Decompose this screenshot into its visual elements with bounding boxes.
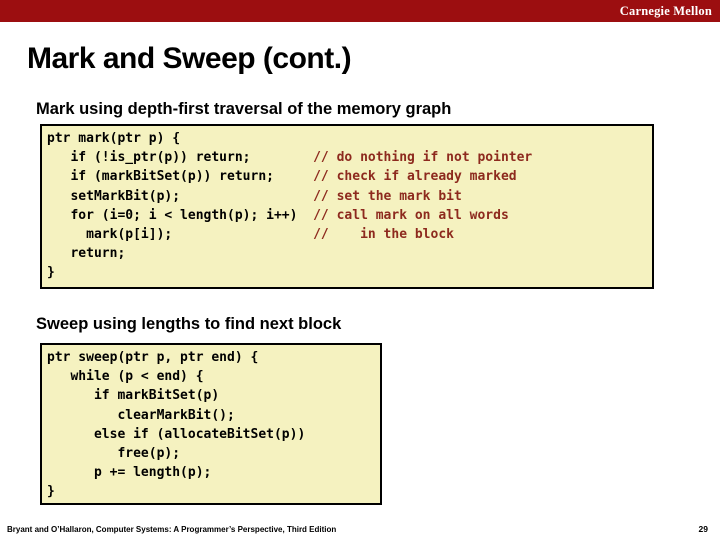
code-line: if markBitSet(p)	[47, 386, 375, 405]
code-text: for (i=0; i < length(p); i++)	[47, 207, 314, 223]
cmu-wordmark: Carnegie Mellon	[619, 3, 712, 18]
code-line: ptr sweep(ptr p, ptr end) {	[47, 348, 375, 367]
code-text: }	[47, 484, 55, 500]
code-text: if (markBitSet(p)) return;	[47, 169, 314, 185]
code-text: setMarkBit(p);	[47, 188, 314, 204]
code-line: }	[47, 263, 647, 282]
code-text: p += length(p);	[47, 465, 212, 481]
code-line: mark(p[i]); // in the block	[47, 225, 647, 244]
page-number: 29	[698, 524, 708, 534]
code-text: ptr mark(ptr p) {	[47, 131, 181, 146]
footer-citation: Bryant and O’Hallaron, Computer Systems:…	[7, 525, 337, 534]
code-comment: // call mark on all words	[313, 207, 509, 223]
code-text: ptr sweep(ptr p, ptr end) {	[47, 350, 259, 365]
code-line: }	[47, 482, 375, 501]
code-comment: // do nothing if not pointer	[313, 150, 533, 166]
code-comment: // set the mark bit	[313, 188, 462, 204]
code-text: clearMarkBit();	[47, 407, 235, 423]
section-heading-sweep: Sweep using lengths to find next block	[36, 315, 342, 333]
code-line: free(p);	[47, 444, 375, 463]
code-line: setMarkBit(p); // set the mark bit	[47, 187, 647, 206]
code-text: mark(p[i]);	[47, 227, 314, 243]
code-text: free(p);	[47, 446, 181, 462]
code-comment: // in the block	[313, 227, 454, 243]
code-line: p += length(p);	[47, 463, 375, 482]
code-line: while (p < end) {	[47, 367, 375, 386]
section-heading-mark: Mark using depth-first traversal of the …	[36, 100, 452, 118]
code-line: if (markBitSet(p)) return; // check if a…	[47, 167, 647, 186]
code-line: return;	[47, 244, 647, 263]
code-text: while (p < end) {	[47, 369, 204, 385]
code-block-mark-function: ptr mark(ptr p) { if (!is_ptr(p)) return…	[40, 124, 654, 289]
cmu-topbar: Carnegie Mellon	[0, 0, 720, 22]
code-line: if (!is_ptr(p)) return; // do nothing if…	[47, 148, 647, 167]
code-text: if markBitSet(p)	[47, 388, 220, 404]
code-line: ptr mark(ptr p) {	[47, 129, 647, 148]
page-title: Mark and Sweep (cont.)	[27, 42, 352, 75]
code-line: clearMarkBit();	[47, 406, 375, 425]
code-block-sweep-function: ptr sweep(ptr p, ptr end) { while (p < e…	[40, 343, 382, 505]
code-comment: // check if already marked	[313, 169, 517, 185]
code-text: return;	[47, 246, 126, 262]
code-text: }	[47, 265, 55, 281]
code-text: if (!is_ptr(p)) return;	[47, 150, 314, 166]
code-text: else if (allocateBitSet(p))	[47, 426, 306, 442]
code-line: for (i=0; i < length(p); i++) // call ma…	[47, 206, 647, 225]
code-line: else if (allocateBitSet(p))	[47, 425, 375, 444]
